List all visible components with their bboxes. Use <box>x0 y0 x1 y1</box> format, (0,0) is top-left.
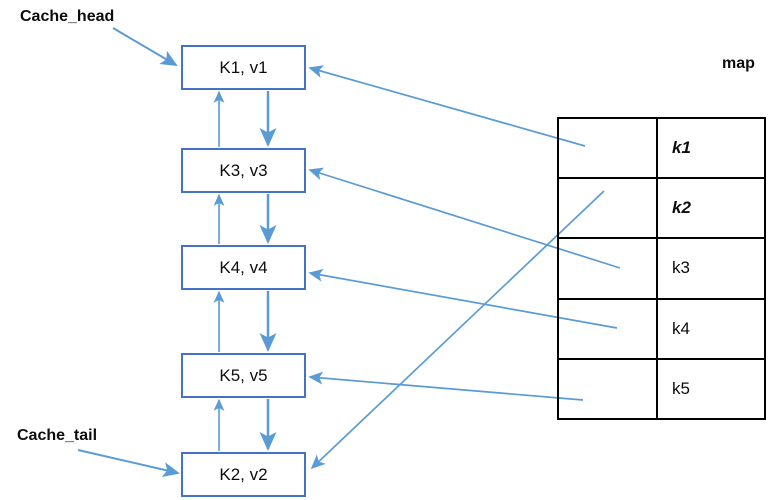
list-node-label: K4, v4 <box>219 257 268 277</box>
map-table-grid: k1 k2 k3 k4 k5 <box>557 116 766 421</box>
edge-map-k5-to-node-k5 <box>308 371 584 401</box>
table-row[interactable]: k5 <box>557 357 766 421</box>
map-slot-cell <box>557 177 658 240</box>
table-row[interactable]: k3 <box>557 237 766 300</box>
list-node-k1[interactable]: K1, v1 <box>181 45 306 90</box>
list-node-label: K3, v3 <box>219 160 268 180</box>
list-node-k3[interactable]: K3, v3 <box>181 148 306 193</box>
table-row[interactable]: k4 <box>557 297 766 360</box>
list-node-k4[interactable]: K4, v4 <box>181 245 306 290</box>
map-title-label: map <box>722 55 755 72</box>
map-key-cell: k1 <box>656 116 766 180</box>
table-row[interactable]: k1 <box>557 116 766 180</box>
map-key-cell: k5 <box>656 357 766 421</box>
list-node-label: K2, v2 <box>219 464 268 484</box>
table-row[interactable]: k2 <box>557 177 766 240</box>
edge-map-k1-to-node-k1 <box>308 65 586 147</box>
map-slot-cell <box>557 116 658 180</box>
edge-cache-tail-to-k2 <box>77 449 180 478</box>
map-key-cell: k2 <box>656 177 766 240</box>
cache-tail-label: Cache_tail <box>17 427 98 444</box>
edge-cache-head-to-k1 <box>112 27 178 67</box>
map-slot-cell <box>557 237 658 300</box>
map-slot-cell <box>557 357 658 421</box>
map-key-cell: k4 <box>656 297 766 360</box>
list-node-k2[interactable]: K2, v2 <box>181 452 306 497</box>
list-node-label: K1, v1 <box>219 57 268 77</box>
list-node-k5[interactable]: K5, v5 <box>181 353 306 398</box>
list-node-label: K5, v5 <box>219 365 268 385</box>
map-table: k1 k2 k3 k4 k5 <box>557 116 766 421</box>
map-slot-cell <box>557 297 658 360</box>
cache-head-label: Cache_head <box>20 8 115 25</box>
map-key-cell: k3 <box>656 237 766 300</box>
